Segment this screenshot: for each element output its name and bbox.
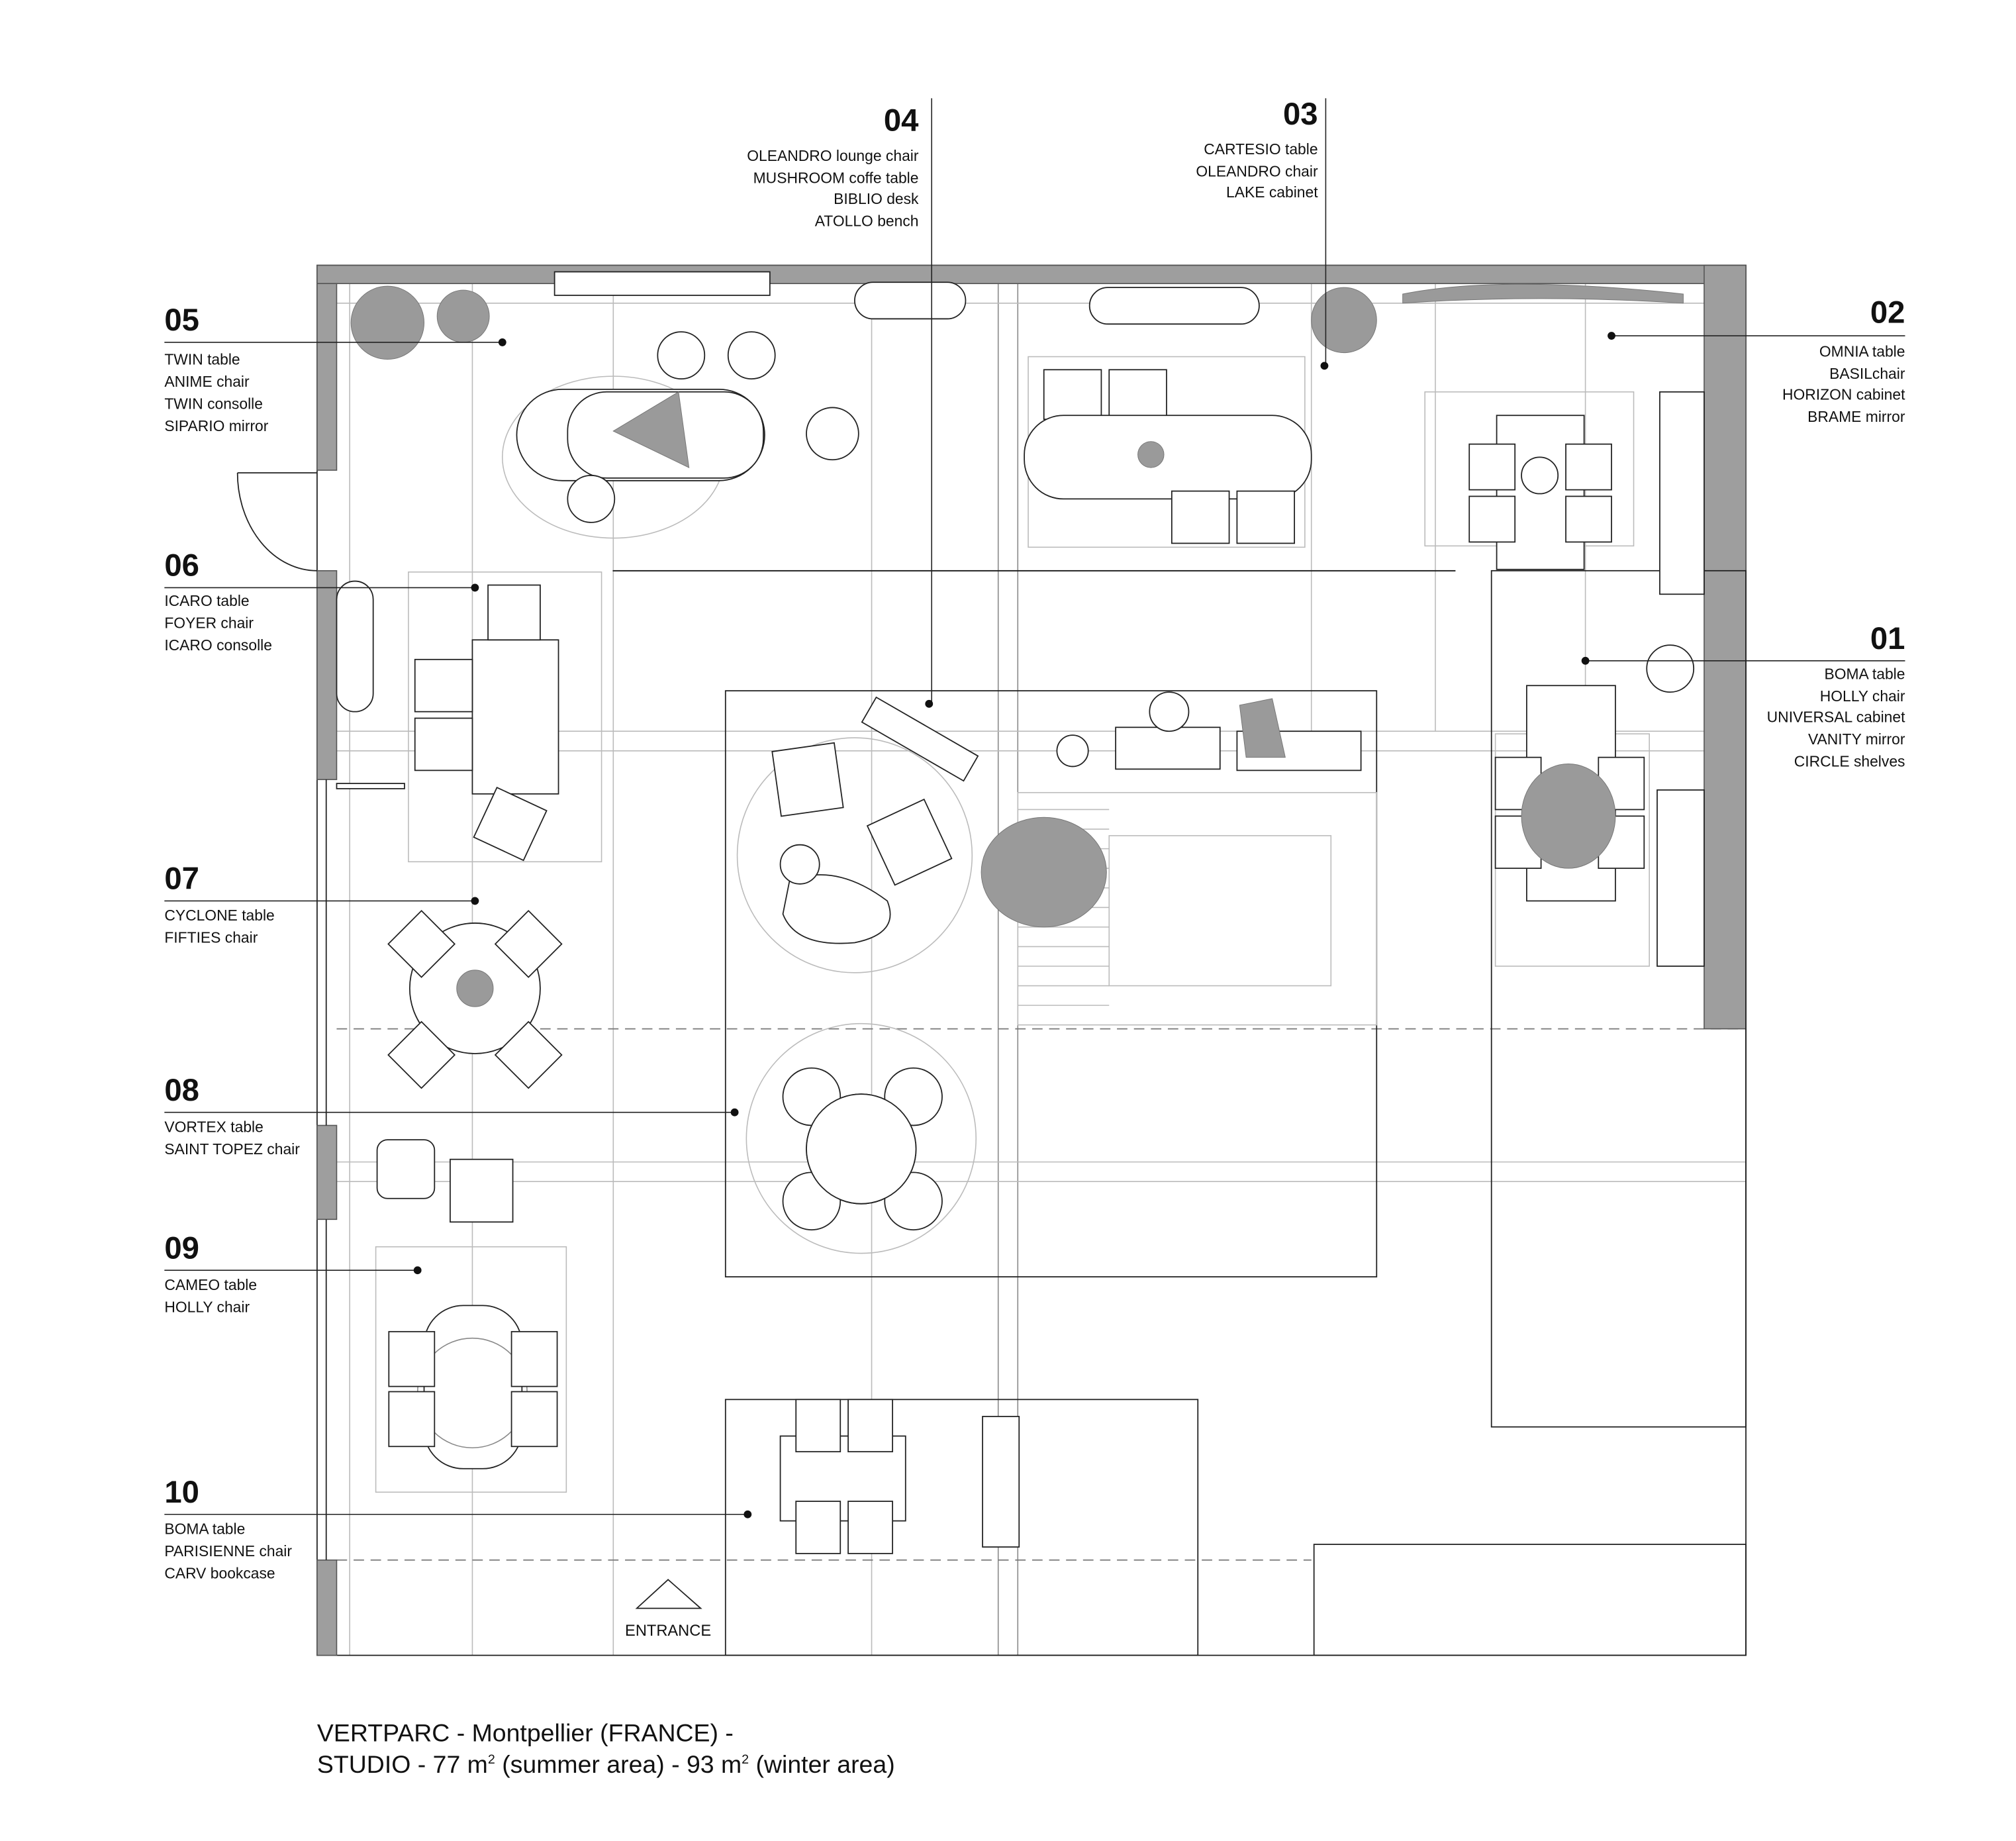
zone-item: PARISIENNE chair — [164, 1542, 292, 1560]
zone-item: CAMEO table — [164, 1276, 257, 1293]
zone-item: SAINT TOPEZ chair — [164, 1140, 300, 1158]
zone-item: TWIN consolle — [164, 395, 263, 412]
zone-item: VORTEX table — [164, 1118, 264, 1135]
zone-item: HOLLY chair — [164, 1298, 250, 1315]
zone-number: 07 — [164, 862, 199, 897]
zone-07-annotation: 07 CYCLONE table FIFTIES chair — [164, 862, 479, 946]
zone-09-annotation: 09 CAMEO table HOLLY chair — [164, 1230, 422, 1315]
building-outline — [316, 264, 1747, 1656]
zone-item: BRAME mirror — [1807, 408, 1905, 425]
zone-item: CYCLONE table — [164, 907, 274, 924]
title-line-1: VERTPARC - Montpellier (FRANCE) - — [317, 1719, 734, 1747]
zone-item: UNIVERSAL cabinet — [1767, 708, 1905, 725]
zone-item: OLEANDRO lounge chair — [747, 147, 919, 164]
zone-number: 09 — [164, 1230, 199, 1266]
zone-05-annotation: 05 TWIN table ANIME chair TWIN consolle … — [164, 303, 506, 434]
zone-item: LAKE cabinet — [1226, 183, 1318, 201]
zone-number: 02 — [1870, 295, 1905, 330]
zone-item: OMNIA table — [1819, 343, 1905, 360]
zone-number: 04 — [884, 103, 919, 138]
plan-title: VERTPARC - Montpellier (FRANCE) - STUDIO… — [317, 1719, 895, 1778]
zone-item: CARTESIO table — [1204, 140, 1318, 158]
zone-item: TWIN table — [164, 350, 240, 368]
zone-number: 03 — [1283, 97, 1318, 132]
zone-08-annotation: 08 VORTEX table SAINT TOPEZ chair — [164, 1073, 739, 1158]
entrance-label: ENTRANCE — [625, 1622, 711, 1640]
zone-02-annotation: 02 OMNIA table BASILchair HORIZON cabine… — [1608, 295, 1905, 425]
zone-06-annotation: 06 ICARO table FOYER chair ICARO consoll… — [164, 548, 479, 654]
zone-marker-dot — [498, 338, 506, 346]
zone-item: ATOLLO bench — [815, 212, 919, 229]
zone-number: 10 — [164, 1475, 199, 1510]
entrance-marker: ENTRANCE — [625, 1579, 711, 1640]
zone-item: HOLLY chair — [1820, 687, 1905, 705]
zone-item: SIPARIO mirror — [164, 417, 268, 434]
zone-04-annotation: 04 OLEANDRO lounge chair MUSHROOM coffe … — [747, 98, 934, 708]
zone-item: CARV bookcase — [164, 1564, 275, 1581]
side-door[interactable] — [236, 472, 317, 572]
zone-item: CIRCLE shelves — [1794, 752, 1905, 770]
zone-item: ANIME chair — [164, 373, 250, 390]
zone-number: 01 — [1870, 621, 1905, 656]
zone-item: BASILchair — [1829, 365, 1905, 382]
zone-item: OLEANDRO chair — [1196, 163, 1318, 180]
zone-number: 05 — [164, 303, 199, 338]
zone-number: 06 — [164, 548, 199, 583]
zone-item: VANITY mirror — [1808, 730, 1905, 748]
title-line-2: STUDIO - 77 m2 (summer area) - 93 m2 (wi… — [317, 1750, 895, 1778]
zone-number: 08 — [164, 1073, 199, 1108]
zone-item: FOYER chair — [164, 615, 254, 632]
zone-item: BOMA table — [164, 1520, 245, 1537]
zone-03-annotation: 03 CARTESIO table OLEANDRO chair LAKE ca… — [1196, 97, 1329, 370]
furniture — [336, 271, 1705, 1554]
zone-item: HORIZON cabinet — [1782, 386, 1905, 403]
zone-item: MUSHROOM coffe table — [753, 169, 919, 186]
zone-01-annotation: 01 BOMA table HOLLY chair UNIVERSAL cabi… — [1581, 621, 1905, 770]
zone-item: ICARO consolle — [164, 636, 272, 654]
zone-10-annotation: 10 BOMA table PARISIENNE chair CARV book… — [164, 1475, 752, 1581]
zone-item: ICARO table — [164, 592, 249, 609]
zone-item: BIBLIO desk — [834, 190, 919, 207]
zone-item: FIFTIES chair — [164, 929, 258, 946]
zone-item: BOMA table — [1824, 665, 1905, 682]
